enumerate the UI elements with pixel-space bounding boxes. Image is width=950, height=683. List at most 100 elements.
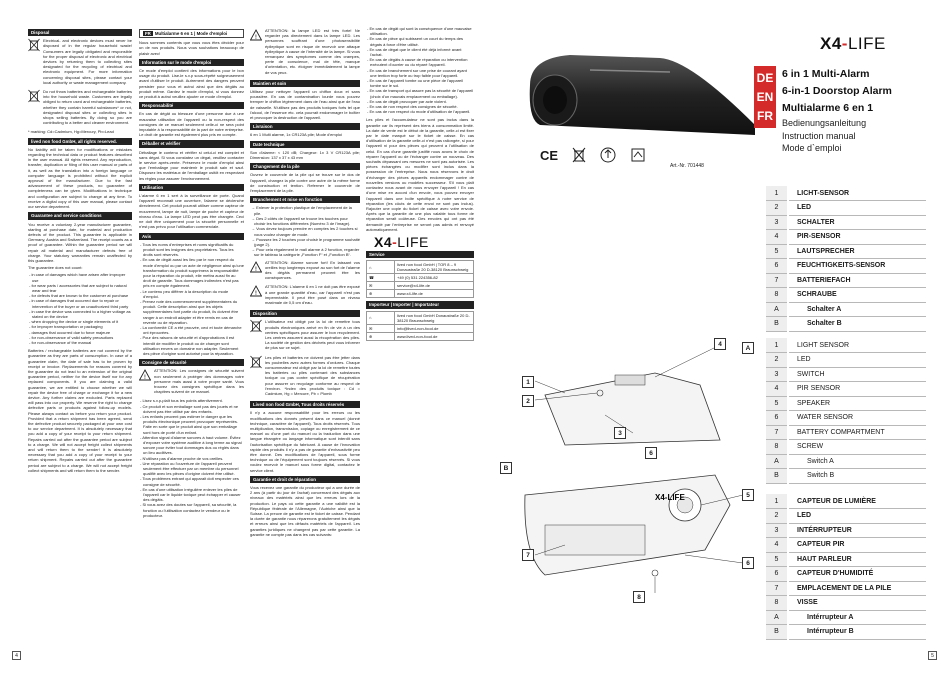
battery-change-heading: Changement de la pile: [250, 163, 360, 171]
subtitle-de: Bedienungsanleitung: [782, 118, 867, 128]
part-number: 4: [766, 229, 789, 245]
importer-email[interactable]: info@lived-non-food.de: [394, 323, 474, 333]
part-number: B: [766, 468, 789, 484]
callout-2: 2: [522, 395, 534, 407]
table-row: ⊕www.x4-life.de: [366, 289, 474, 299]
garantie-text: Vous recevez une garantie du producteur …: [250, 485, 360, 537]
service-heading: Service: [366, 251, 474, 259]
part-number: 1: [766, 186, 789, 201]
disposition-heading: Disposition: [250, 310, 360, 318]
crossed-battery-bin-icon: [28, 89, 40, 103]
disposal-icon-row: Electrical- and electronic devices must …: [28, 38, 132, 87]
importer-address: lived non food GmbH Donaustraße 20 D-381…: [394, 310, 474, 325]
crossed-battery-bin-icon: [250, 355, 262, 368]
part-number: 2: [766, 200, 789, 216]
lang-fr: FR: [757, 109, 773, 123]
list-item: - Prenez note des commencement supplémen…: [140, 298, 239, 325]
diagram-logo: X4-LIFE: [655, 493, 685, 502]
list-item: → Vous devez toujours prendre en comptes…: [251, 226, 358, 237]
delivery-text: 6 en 1 Multi alarme, 1x CR123A pile; Mod…: [250, 132, 342, 138]
part-label: SCREW: [788, 439, 926, 455]
page-number-left: 4: [12, 651, 21, 660]
battery-disposal-text: Les piles et batteries ne doivent pas êt…: [265, 354, 360, 396]
maintenance-text: Utilisez pour nettoyer l'appareil un chi…: [250, 89, 360, 121]
guarantee-heading: Guarantee and service conditions: [28, 212, 132, 220]
mail-icon: ✉: [366, 281, 395, 291]
service-website[interactable]: www.x4-life.de: [394, 289, 474, 299]
service-email[interactable]: service@x4-life.de: [394, 281, 474, 291]
exclusions-intro: The guarantee does not count:: [28, 265, 83, 271]
disposition-row: L'utilisateur est obligé par la loi de r…: [250, 319, 360, 352]
unpack-heading: Déballer et vérifier: [139, 140, 244, 148]
brand-logo-small: X4-LIFE: [374, 235, 474, 249]
part-label: CAPTEUR D'HUMIDITÉ: [788, 566, 926, 582]
battery-disposal-row: Do not throw batteries and rechargeable …: [28, 89, 132, 127]
table-row: ⌂lived non food GmbH | TOR 8 – 9 Donaust…: [366, 260, 474, 275]
disposal-heading: Disposal: [28, 29, 132, 37]
lamp-warning-row: ! ATTENTION: la lampe LED est très forte…: [250, 28, 360, 77]
svg-text:!: !: [144, 374, 146, 381]
service-phone[interactable]: +49 (0) 531 224356-82: [394, 273, 474, 283]
list-item: - for non-observance of valid safety pre…: [29, 334, 114, 340]
part-number: 6: [766, 566, 789, 582]
garantie-exclusions: - En cas de dégât qui sont la conséquenc…: [366, 26, 474, 114]
part-number: 2: [766, 508, 789, 524]
list-item: - Le contenu peu différer à la descripti…: [140, 288, 229, 299]
alarm-warning-text: ATTENTION: Alarme sonore fort! En laissa…: [265, 259, 360, 281]
part-label: CAPTEUR PIR: [788, 537, 926, 553]
list-item: - for improper transportation or packagi…: [29, 324, 103, 330]
part-label: FEUCHTIGKEITS-SENSOR: [788, 258, 926, 274]
use-heading: Utilisation: [139, 183, 244, 192]
callout-6: 6: [742, 557, 754, 569]
list-item: - Pour des raisons de sécurité et d'appr…: [140, 335, 239, 356]
attention-text: ATTENTION: Les consignes de sécurité sui…: [154, 368, 244, 395]
logo-life: LIFE: [847, 34, 886, 53]
crossed-bin-icon: [28, 38, 40, 52]
intro-text: Nous sommes contents que vous vous êtes …: [139, 40, 244, 56]
device-body: [529, 55, 755, 135]
part-number: B: [766, 316, 789, 332]
part-number: 8: [766, 439, 789, 455]
install-list: → Enlever la protection plastique de l'e…: [250, 205, 360, 257]
list-item: - Si vous avez des doutes sur l'appareil…: [140, 502, 237, 518]
part-number: A: [766, 302, 789, 317]
indoor-use-icon: [631, 148, 645, 162]
part-label: CAPTEUR DE LUMIÈRE: [788, 494, 926, 509]
title-de: 6 in 1 Multi-Alarm: [782, 68, 870, 80]
list-item: - En cas de non respect du mode d'utilis…: [367, 109, 471, 115]
importer-website[interactable]: www.lived-non-food.de: [394, 331, 474, 341]
use-text: L'alarme 6 en 1 sert à la surveillance d…: [139, 193, 244, 230]
lamp-warning-text: ATTENTION: la lampe LED est très forte! …: [265, 28, 360, 75]
part-number: 8: [766, 595, 789, 611]
table-row: ☎+49 (0) 531 224356-82: [366, 273, 474, 283]
web-icon: ⊕: [366, 289, 395, 299]
diagram-battery-compartment: [544, 524, 646, 556]
list-item: - for wear parts / accessories that are …: [29, 282, 127, 293]
responsibility-heading: Responsabilité: [139, 102, 244, 110]
part-number: 4: [766, 537, 789, 553]
callout-b: B: [500, 462, 512, 474]
table-row: ⊕www.lived-non-food.de: [366, 331, 474, 341]
list-item: → Pour cela régalement le mall alarme à …: [251, 247, 360, 258]
water-warning-row: ! ATTENTION: L'alarme 6 en 1 ne doit pas…: [250, 284, 360, 307]
part-label: LICHT-SENSOR: [788, 186, 926, 201]
callout-8: 8: [633, 591, 645, 603]
importer-heading: Importeur | Importer | Importateur: [366, 301, 474, 309]
part-number: 7: [766, 425, 789, 440]
part-number: 7: [766, 273, 789, 288]
part-number: A: [766, 610, 789, 625]
list-item: - for non-observance of the manual: [29, 339, 92, 345]
article-number: Art.-Nr. 701448: [670, 163, 704, 169]
callout-1: 1: [522, 376, 534, 388]
notice-heading: Avis: [139, 232, 244, 240]
list-item: → Des 2 côtés de l'appareil se trouve le…: [251, 215, 351, 227]
part-label: BATTERIEFACH: [788, 273, 926, 288]
